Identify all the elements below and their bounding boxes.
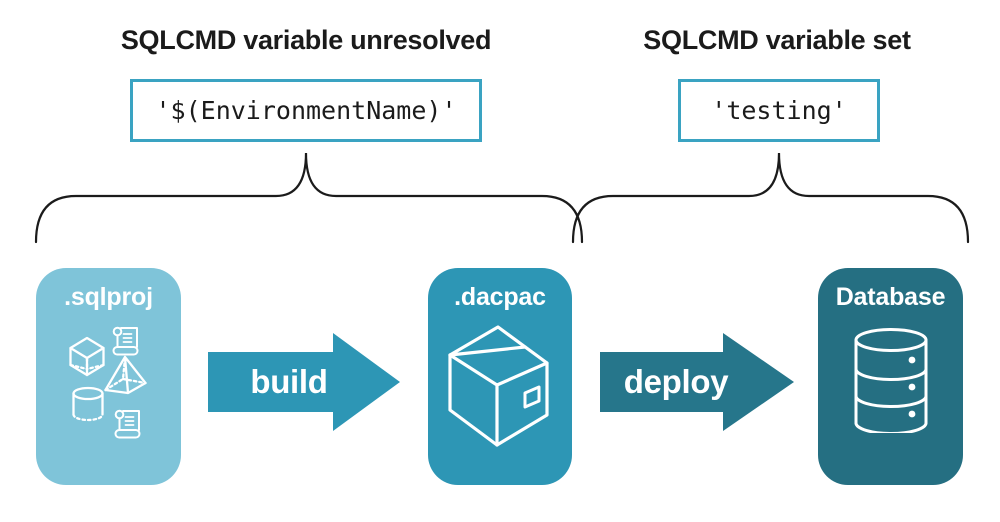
database-card: Database xyxy=(818,268,963,485)
arrow-right-icon xyxy=(600,333,794,431)
code-box-set: 'testing' xyxy=(678,79,880,142)
sqlproj-label: .sqlproj xyxy=(64,283,153,311)
left-brace xyxy=(34,152,584,244)
sql-objects-icons xyxy=(68,326,147,439)
code-text-set: 'testing' xyxy=(711,96,847,125)
database-label: Database xyxy=(835,283,946,311)
script-icon xyxy=(114,409,140,439)
pyramid-icon xyxy=(103,355,147,395)
code-box-unresolved: '$(EnvironmentName)' xyxy=(130,79,482,142)
script-icon xyxy=(112,326,138,356)
database-icon xyxy=(854,328,927,433)
dacpac-label: .dacpac xyxy=(454,283,546,311)
package-icon xyxy=(448,325,549,447)
sqlproj-card: .sqlproj xyxy=(36,268,181,485)
cube-icon xyxy=(68,336,105,377)
cylinder-icon xyxy=(71,386,104,422)
build-arrow: build xyxy=(208,333,400,431)
heading-set: SQLCMD variable set xyxy=(643,25,911,55)
deploy-arrow: deploy xyxy=(600,333,794,431)
code-text-unresolved: '$(EnvironmentName)' xyxy=(155,96,457,125)
deploy-label: deploy xyxy=(623,363,729,400)
heading-unresolved: SQLCMD variable unresolved xyxy=(120,25,492,55)
arrow-right-icon xyxy=(208,333,400,431)
right-brace xyxy=(571,152,970,244)
build-label: build xyxy=(250,363,328,400)
dacpac-card: .dacpac xyxy=(428,268,572,485)
